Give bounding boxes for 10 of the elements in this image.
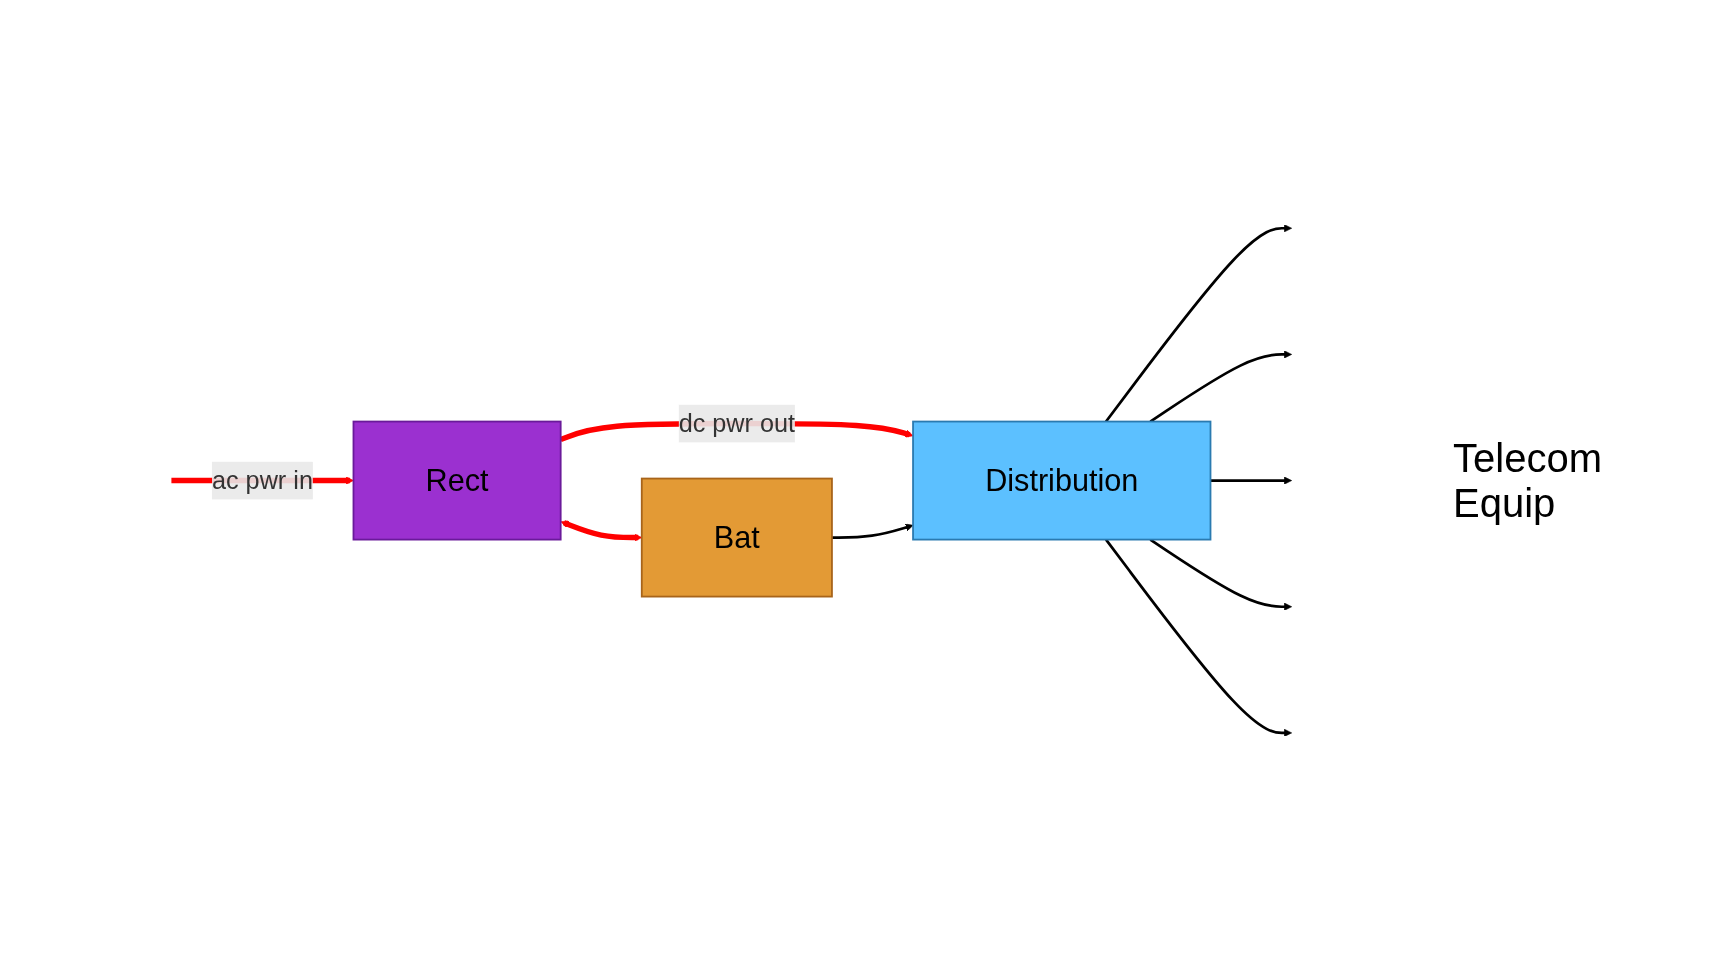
arrow — [1210, 477, 1292, 485]
node-box: Rect — [352, 421, 562, 541]
arrow — [1104, 224, 1292, 423]
edge-label: dc pwr out — [678, 409, 796, 438]
arrow — [1104, 539, 1292, 738]
edge-label: ac pwr in — [211, 466, 313, 495]
output-label: Telecom Equip — [1453, 436, 1603, 526]
node-box: Distribution — [912, 421, 1212, 541]
node-box: Bat — [640, 478, 833, 598]
arrow — [831, 524, 914, 540]
